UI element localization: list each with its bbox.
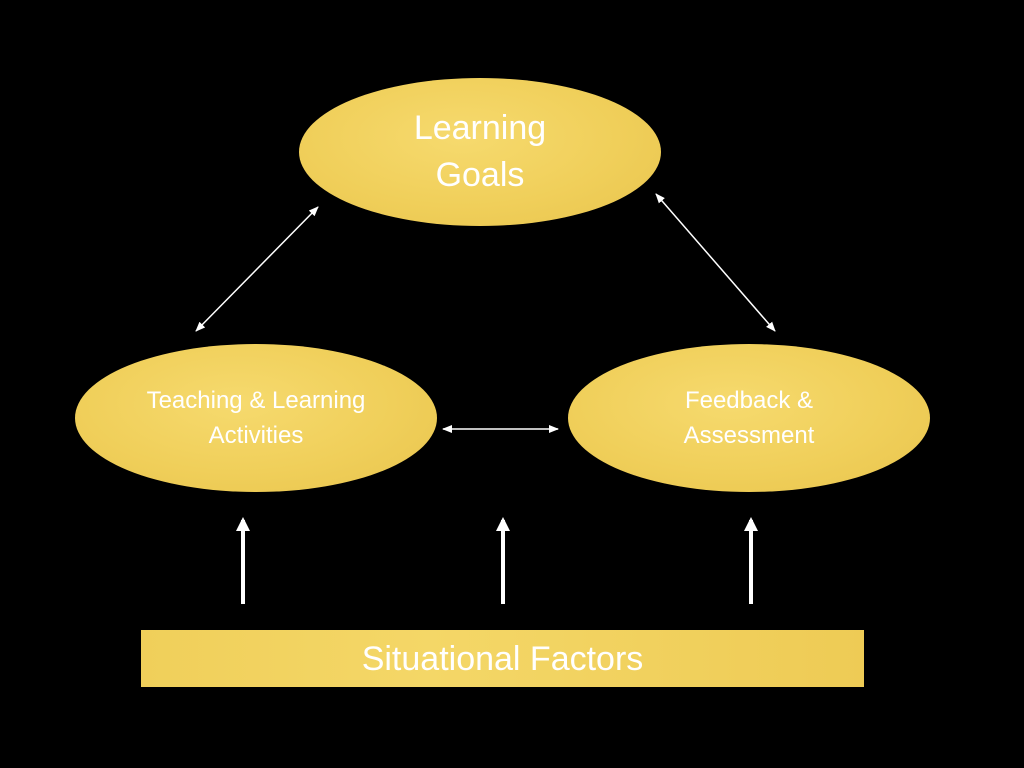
arrow-goals-feedback [655, 193, 776, 332]
feedback-assessment-node: Feedback & Assessment [568, 344, 930, 492]
teaching-learning-activities-label: Teaching & Learning Activities [146, 387, 366, 449]
feedback-assessment-label: Feedback & Assessment [683, 387, 815, 449]
situational-factors-bar: Situational Factors [141, 630, 864, 687]
learning-goals-node: Learning Goals [299, 78, 661, 226]
teaching-learning-activities-node: Teaching & Learning Activities [75, 344, 437, 492]
situational-factors-label: Situational Factors [361, 639, 644, 678]
learning-goals-label: Learning Goals [413, 109, 547, 194]
arrow-goals-teaching [195, 206, 319, 332]
